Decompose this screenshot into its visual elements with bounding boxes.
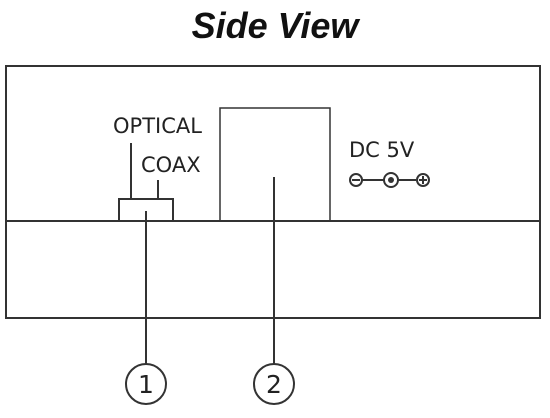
optical-label: OPTICAL	[113, 114, 202, 138]
diagram-title: Side View	[191, 5, 359, 46]
callout-2: 2	[253, 363, 295, 405]
coax-label: COAX	[141, 153, 201, 177]
callout-1-number: 1	[138, 370, 154, 399]
dc-polarity-icon	[349, 172, 430, 188]
callout-1-circle-icon	[125, 363, 167, 405]
dc-label: DC 5V	[349, 138, 415, 162]
callout-2-number: 2	[266, 370, 282, 399]
callout-1: 1	[125, 363, 167, 405]
callout-2-circle-icon	[253, 363, 295, 405]
